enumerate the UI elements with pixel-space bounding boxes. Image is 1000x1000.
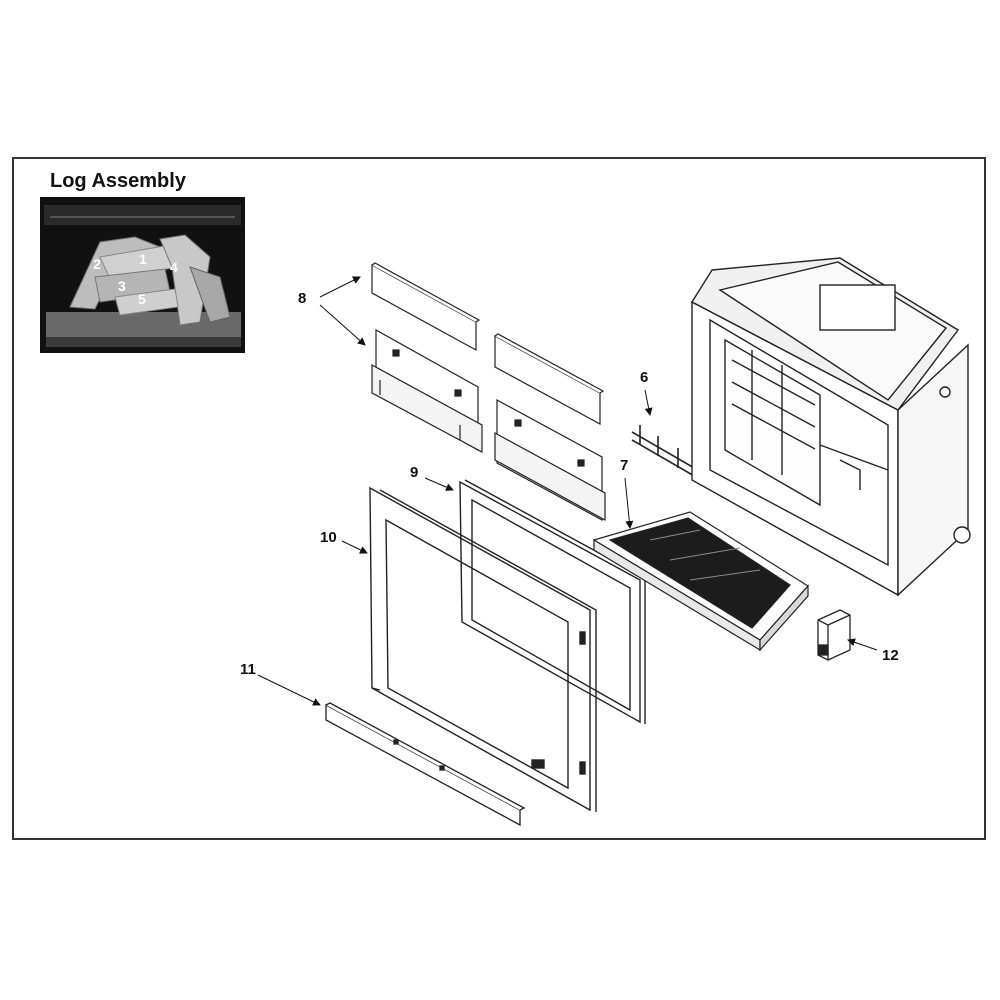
refractory-panel-right-top — [494, 333, 605, 426]
log-number-1: 1 — [139, 251, 147, 267]
leader-10 — [341, 540, 368, 554]
leader-11 — [257, 674, 321, 706]
leader-9 — [424, 477, 454, 491]
log-assembly-photo: 1 2 3 4 5 — [40, 197, 245, 353]
callout-12: 12 — [882, 647, 899, 664]
callout-10: 10 — [320, 529, 337, 546]
refractory-panel-left-bottom — [371, 328, 483, 454]
firebox-body — [691, 257, 971, 597]
glass-door-frame — [459, 479, 646, 724]
burner-ember-bed — [592, 511, 809, 652]
bottom-trim-strip — [325, 702, 526, 827]
surround-frame — [369, 486, 597, 812]
log-number-2: 2 — [93, 256, 101, 272]
refractory-panel-left-top — [371, 262, 481, 352]
refractory-panel-right-bottom — [494, 398, 606, 522]
callout-6: 6 — [640, 369, 648, 386]
callout-8: 8 — [298, 290, 306, 307]
inset-title: Log Assembly — [50, 170, 186, 192]
leader-6 — [644, 389, 653, 416]
leader-7 — [624, 477, 634, 529]
leader-8a — [319, 276, 361, 298]
leader-8b — [319, 304, 366, 346]
callout-11: 11 — [240, 661, 256, 678]
leader-12 — [847, 638, 878, 651]
log-number-4: 4 — [170, 259, 178, 275]
control-module-box — [817, 609, 851, 661]
callout-9: 9 — [410, 464, 418, 481]
callout-7: 7 — [620, 457, 628, 474]
log-number-3: 3 — [118, 278, 126, 294]
log-number-5: 5 — [138, 291, 146, 307]
